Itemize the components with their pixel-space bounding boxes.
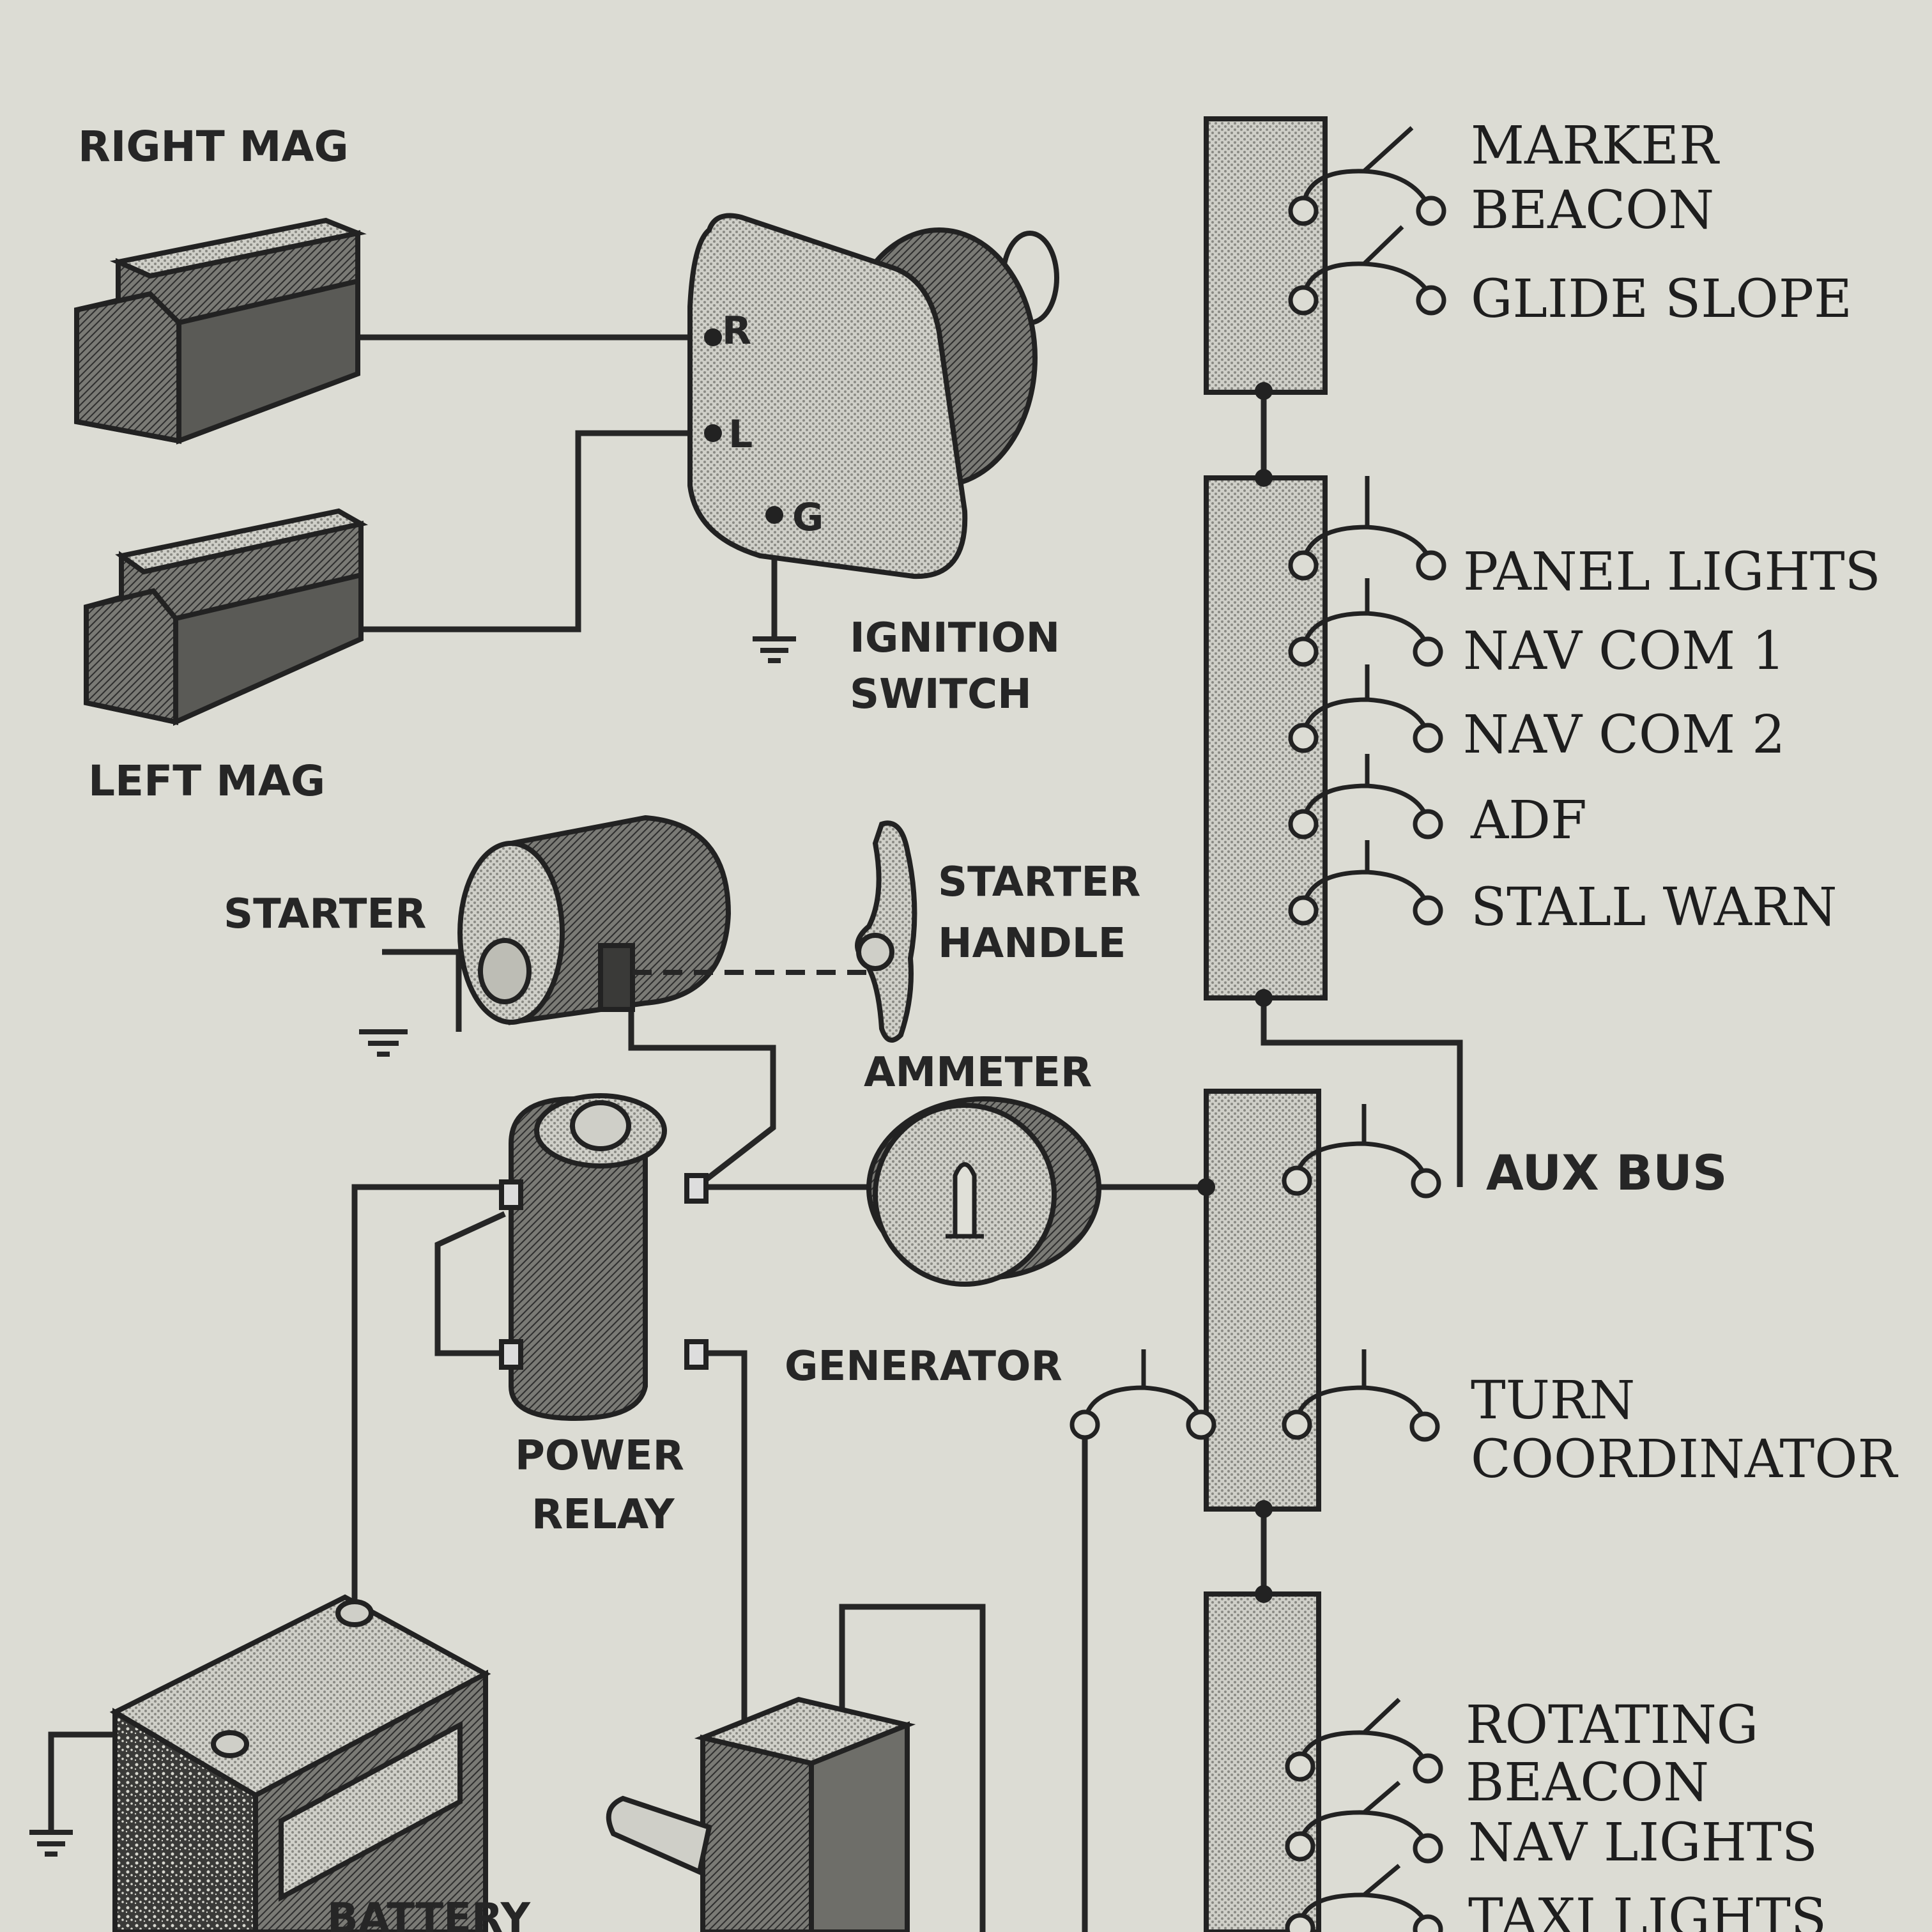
power-relay-icon[interactable] (499, 1093, 709, 1422)
label-glide-slope: GLIDE SLOPE (1471, 269, 1852, 330)
label-coordinator: COORDINATOR (1471, 1429, 1898, 1490)
wiring (48, 334, 1463, 1932)
cb-left-breaker[interactable] (1070, 1349, 1216, 1440)
label-stall-warn: STALL WARN (1471, 877, 1837, 938)
label-rotating: ROTATING (1466, 1695, 1758, 1756)
label-taxi-lights: TAXI LIGHTS (1468, 1888, 1827, 1932)
label-generator: GENERATOR (785, 1343, 1062, 1390)
label-power: POWER (515, 1432, 684, 1480)
label-nav-com-1: NAV COM 1 (1463, 621, 1785, 682)
ground-symbol-starter (359, 1029, 408, 1057)
starter-handle-icon[interactable] (855, 820, 917, 1043)
label-nav-lights: NAV LIGHTS (1468, 1813, 1818, 1873)
cb-nav-lights[interactable] (1285, 1781, 1443, 1864)
label-right-mag: RIGHT MAG (78, 122, 349, 171)
starter-icon (457, 815, 732, 1025)
cb-nav-com-1[interactable] (1288, 578, 1443, 667)
left-mag-icon (84, 508, 368, 726)
label-turn: TURN (1471, 1370, 1635, 1431)
label-relay: RELAY (532, 1491, 675, 1538)
label-left-mag: LEFT MAG (88, 756, 325, 806)
terminal-l (704, 424, 722, 442)
cb-nav-com-2[interactable] (1288, 664, 1443, 753)
label-starter-handle-1: STARTER (938, 859, 1140, 906)
label-ammeter: AMMETER (864, 1049, 1092, 1096)
label-aux-bus: AUX BUS (1486, 1144, 1728, 1201)
label-terminal-r: R (722, 309, 751, 353)
terminal-r (704, 328, 722, 346)
cb-adf[interactable] (1288, 754, 1443, 839)
cb-aux-bus[interactable] (1282, 1104, 1441, 1199)
ammeter-icon (866, 1096, 1101, 1287)
bus-bar-1 (1204, 116, 1328, 395)
cb-marker-beacon[interactable] (1288, 126, 1446, 226)
label-terminal-g: G (792, 495, 824, 540)
ignition-switch-icon (687, 213, 1059, 579)
cb-panel-lights[interactable] (1288, 476, 1446, 581)
cb-turn-coordinator[interactable] (1282, 1349, 1440, 1442)
label-beacon: BEACON (1471, 180, 1714, 241)
label-adf: ADF (1470, 790, 1587, 851)
ground-symbol-ignition (753, 636, 796, 663)
ground-symbol-battery (29, 1830, 73, 1857)
bus-bar-3 (1204, 1089, 1321, 1512)
label-marker: MARKER (1471, 116, 1720, 176)
label-ignition: IGNITION (850, 615, 1060, 662)
label-battery: BATTERY (327, 1895, 531, 1932)
cb-rotating-beacon[interactable] (1285, 1698, 1443, 1784)
terminal-g (765, 506, 783, 524)
cb-taxi-lights[interactable] (1285, 1864, 1443, 1932)
label-switch: SWITCH (850, 671, 1032, 718)
battery-icon (109, 1594, 491, 1932)
label-rotating-beacon: BEACON (1466, 1752, 1709, 1813)
label-starter-handle-2: HANDLE (938, 920, 1126, 967)
right-mag-icon (74, 217, 367, 445)
label-terminal-l: L (728, 412, 753, 457)
master-switch-icon[interactable] (606, 1696, 916, 1932)
cb-glide-slope[interactable] (1288, 225, 1446, 316)
label-nav-com-2: NAV COM 2 (1463, 705, 1785, 765)
cb-stall-warn[interactable] (1288, 840, 1443, 926)
label-starter: STARTER (224, 891, 426, 938)
label-panel-lights: PANEL LIGHTS (1463, 542, 1881, 602)
